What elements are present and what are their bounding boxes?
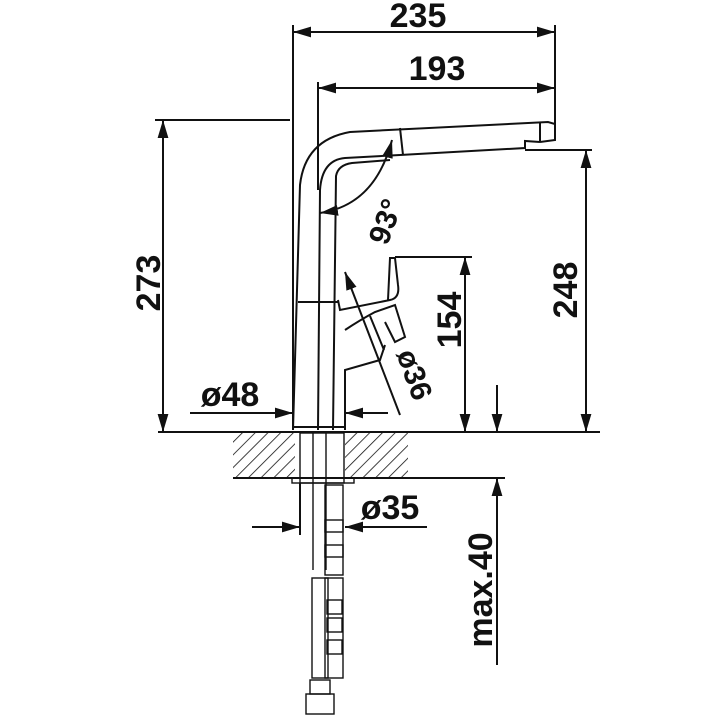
label-248: 248	[547, 262, 585, 319]
dimension-overall-width: 235	[292, 0, 556, 430]
label-diameter-48: ø48	[201, 376, 260, 414]
label-154: 154	[431, 292, 469, 349]
label-93-degrees: 93°	[363, 195, 410, 249]
dimension-max-countertop: max.40	[462, 385, 503, 665]
dimension-lever-height: 154	[395, 256, 472, 432]
dimension-base-diameter: ø48	[190, 376, 388, 419]
countertop	[158, 431, 600, 479]
supply-hoses	[291, 432, 355, 715]
dimension-spout-height: 248	[525, 149, 592, 432]
label-diameter-35: ø35	[361, 489, 420, 527]
label-diameter-36: ø36	[390, 345, 439, 405]
label-193: 193	[409, 50, 466, 88]
dimension-spout-reach: 193	[317, 50, 555, 190]
label-max-40: max.40	[462, 532, 500, 647]
label-273: 273	[130, 255, 168, 312]
dimension-lever-angle: ø36	[344, 271, 439, 416]
dimension-overall-height: 273	[130, 119, 290, 432]
lever-handle	[337, 257, 407, 430]
label-235: 235	[390, 0, 447, 35]
dimension-shank-diameter: ø35	[252, 483, 427, 535]
